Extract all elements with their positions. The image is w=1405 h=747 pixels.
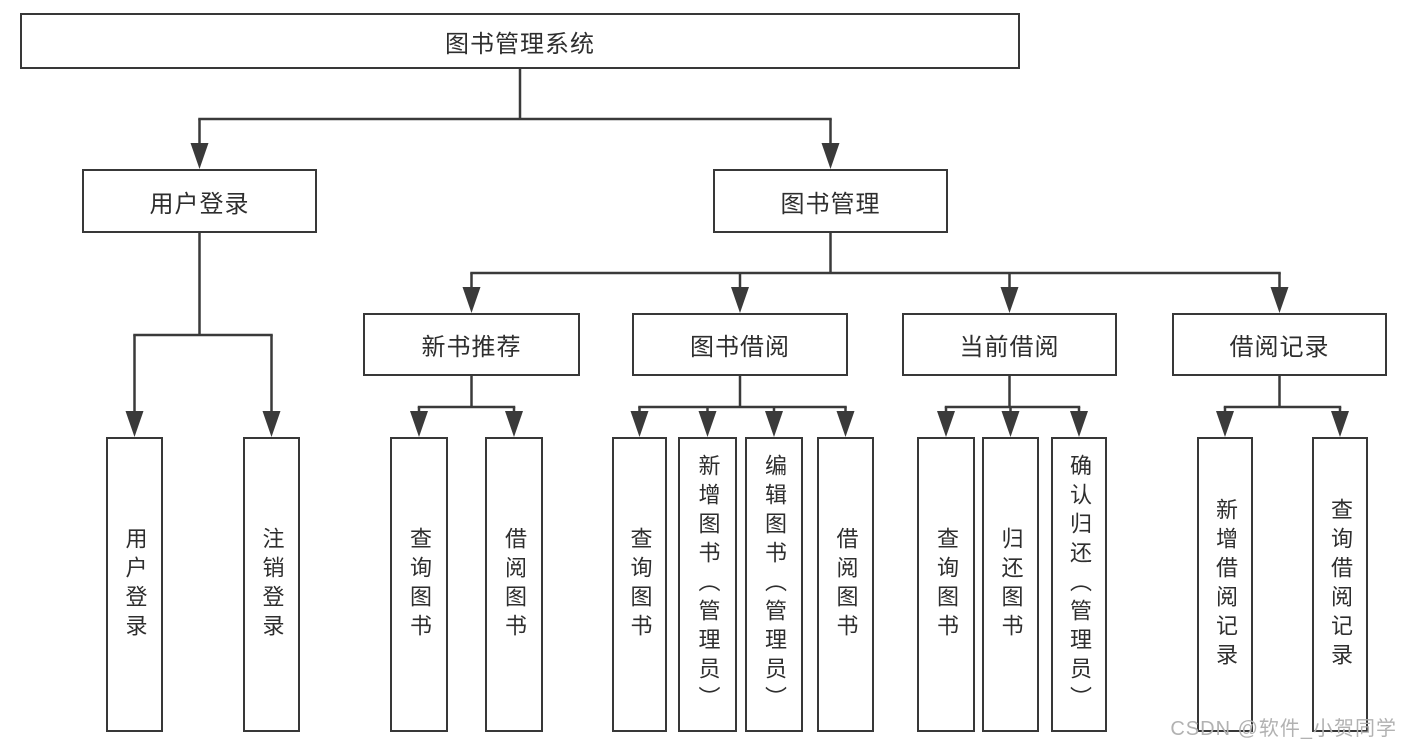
edge-group-book-borrow [630, 376, 855, 437]
node-leaf-query-record: 查询借阅记录 [1312, 437, 1368, 732]
watermark-text: CSDN @软件_小贺同学 [1170, 718, 1397, 740]
node-leaf-borrow-book-2: 借阅图书 [817, 437, 874, 732]
node-label-book-mgmt: 图书管理 [780, 190, 881, 218]
arrowhead-leaf-edit-book [765, 411, 783, 437]
node-user-login: 用户登录 [82, 169, 317, 233]
node-label-leaf-query-book-3: 查询图书 [934, 526, 959, 643]
arrowhead-user-login [190, 143, 209, 169]
node-label-root: 图书管理系统 [445, 30, 595, 58]
node-leaf-query-book-2: 查询图书 [612, 437, 667, 732]
node-leaf-edit-book: 编辑图书（管理员） [745, 437, 803, 732]
edge-group-current-borrow [937, 376, 1088, 437]
node-label-leaf-query-record: 查询借阅记录 [1328, 497, 1353, 672]
arrowhead-leaf-query-book-2 [630, 411, 649, 437]
edge-group-user-login [125, 233, 281, 437]
node-label-leaf-add-record: 新增借阅记录 [1213, 497, 1238, 672]
arrowhead-leaf-query-book-3 [937, 411, 955, 437]
node-borrow-record: 借阅记录 [1172, 313, 1387, 376]
arrowhead-leaf-confirm-return [1070, 411, 1088, 437]
arrowhead-leaf-query-book-1 [410, 411, 428, 437]
node-leaf-borrow-book-1: 借阅图书 [485, 437, 543, 732]
arrowhead-book-borrow [731, 287, 749, 313]
arrowhead-leaf-return-book [1001, 411, 1020, 437]
node-new-book-rec: 新书推荐 [363, 313, 580, 376]
node-label-leaf-borrow-book-1: 借阅图书 [502, 526, 527, 643]
arrowhead-leaf-borrow-book-1 [505, 411, 523, 437]
node-label-leaf-edit-book: 编辑图书（管理员） [762, 454, 787, 715]
arrowhead-leaf-borrow-book-2 [836, 411, 855, 437]
node-label-book-borrow: 图书借阅 [690, 334, 790, 361]
arrowhead-borrow-record [1270, 287, 1289, 313]
node-leaf-user-login: 用户登录 [106, 437, 163, 732]
node-label-leaf-return-book: 归还图书 [998, 526, 1024, 643]
node-leaf-return-book: 归还图书 [982, 437, 1039, 732]
edge-group-new-book-rec [410, 376, 523, 437]
arrowhead-leaf-user-login [125, 411, 144, 437]
arrowhead-leaf-add-book [698, 411, 717, 437]
edge-group-book-mgmt [462, 233, 1289, 313]
edge-group-borrow-record [1216, 376, 1349, 437]
arrowhead-leaf-add-record [1216, 411, 1234, 437]
arrowhead-book-mgmt [821, 143, 840, 169]
node-leaf-logout: 注销登录 [243, 437, 300, 732]
node-leaf-confirm-return: 确认归还（管理员） [1051, 437, 1107, 732]
node-leaf-add-record: 新增借阅记录 [1197, 437, 1253, 732]
node-leaf-query-book-3: 查询图书 [917, 437, 975, 732]
node-label-borrow-record: 借阅记录 [1229, 334, 1330, 361]
node-book-borrow: 图书借阅 [632, 313, 848, 376]
node-label-leaf-add-book: 新增图书（管理员） [695, 454, 721, 715]
node-book-mgmt: 图书管理 [713, 169, 948, 233]
node-label-current-borrow: 当前借阅 [959, 334, 1060, 361]
arrowhead-current-borrow [1000, 287, 1019, 313]
node-label-new-book-rec: 新书推荐 [421, 334, 522, 361]
node-current-borrow: 当前借阅 [902, 313, 1117, 376]
node-leaf-add-book: 新增图书（管理员） [678, 437, 737, 732]
node-label-leaf-logout: 注销登录 [259, 526, 285, 643]
arrowhead-new-book-rec [462, 287, 481, 313]
node-label-leaf-query-book-1: 查询图书 [407, 526, 432, 643]
edge-group-root [190, 69, 840, 169]
node-leaf-query-book-1: 查询图书 [390, 437, 448, 732]
arrowhead-leaf-logout [262, 411, 281, 437]
node-label-leaf-confirm-return: 确认归还（管理员） [1067, 454, 1092, 715]
node-label-leaf-query-book-2: 查询图书 [627, 526, 653, 643]
arrowhead-leaf-query-record [1331, 411, 1349, 437]
node-label-leaf-borrow-book-2: 借阅图书 [833, 526, 859, 643]
node-root: 图书管理系统 [20, 13, 1020, 69]
node-label-leaf-user-login: 用户登录 [122, 526, 148, 643]
node-label-user-login: 用户登录 [149, 190, 250, 218]
